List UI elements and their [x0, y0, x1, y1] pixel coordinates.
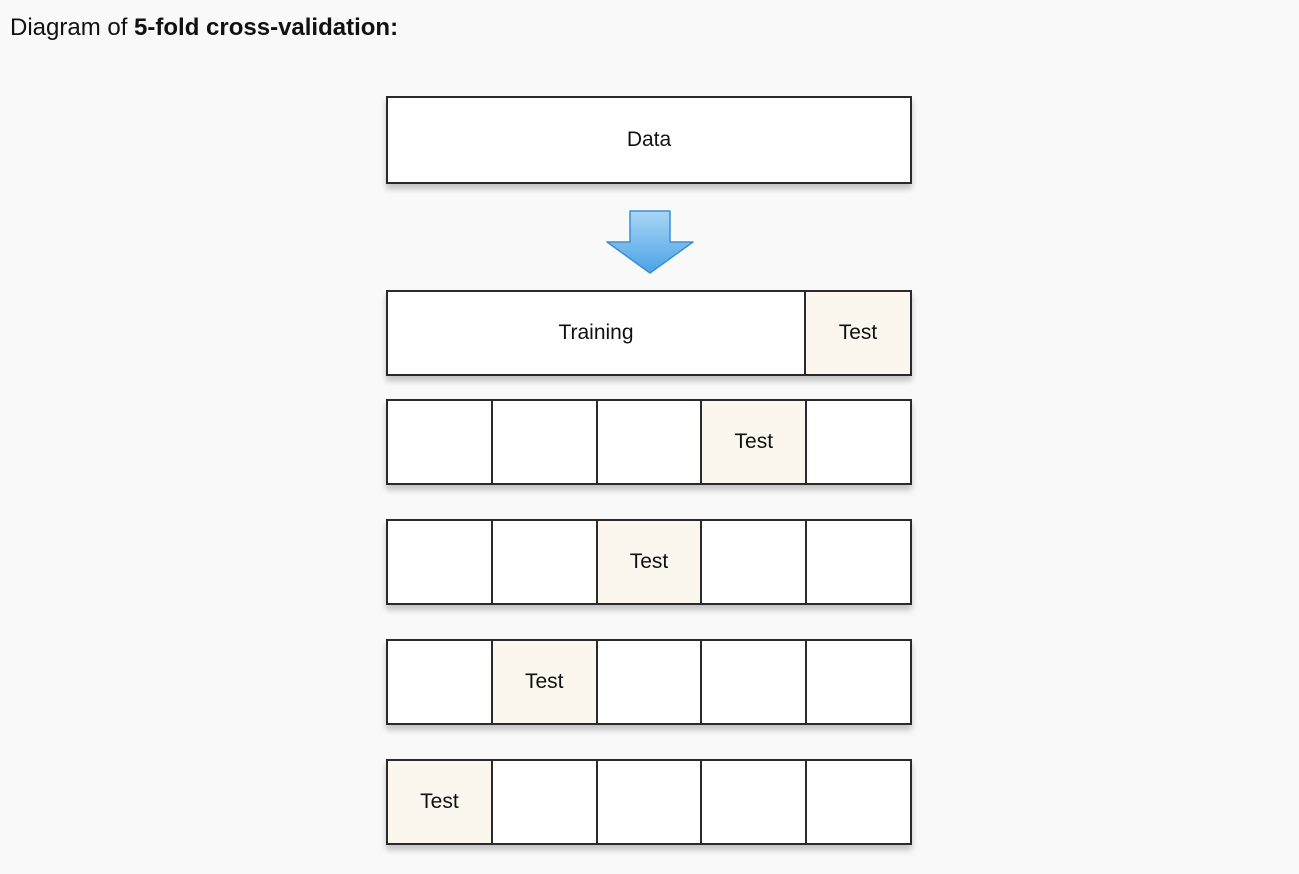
training-segment	[702, 641, 808, 723]
down-arrow-icon	[606, 210, 694, 274]
training-segment	[807, 521, 910, 603]
training-segment	[492, 401, 598, 483]
training-segment: Training	[388, 292, 806, 374]
heading-title: 5-fold cross-validation:	[134, 14, 399, 41]
training-segment	[492, 761, 598, 843]
test-segment: Test	[702, 401, 808, 483]
fold-row-3: Test	[386, 519, 912, 605]
training-segment	[388, 641, 493, 723]
test-segment: Test	[492, 641, 598, 723]
training-segment	[597, 761, 703, 843]
page-heading: Diagram of 5-fold cross-validation:	[10, 12, 398, 44]
training-segment	[388, 401, 493, 483]
training-segment	[597, 641, 703, 723]
test-segment: Test	[597, 521, 703, 603]
heading-prefix: Diagram of	[10, 14, 135, 41]
test-segment: Test	[388, 761, 493, 843]
data-box: Data	[386, 96, 912, 184]
test-segment: Test	[806, 292, 910, 374]
fold-row-2: Test	[386, 399, 912, 485]
fold-row-5: Test	[386, 759, 912, 845]
training-segment	[702, 761, 808, 843]
training-segment	[597, 401, 703, 483]
training-segment	[388, 521, 493, 603]
data-label: Data	[626, 128, 672, 151]
training-segment	[807, 761, 910, 843]
training-segment	[807, 401, 910, 483]
fold-row-1: Training Test	[386, 290, 912, 376]
fold-row-4: Test	[386, 639, 912, 725]
training-segment	[702, 521, 808, 603]
training-segment	[492, 521, 598, 603]
training-segment	[807, 641, 910, 723]
